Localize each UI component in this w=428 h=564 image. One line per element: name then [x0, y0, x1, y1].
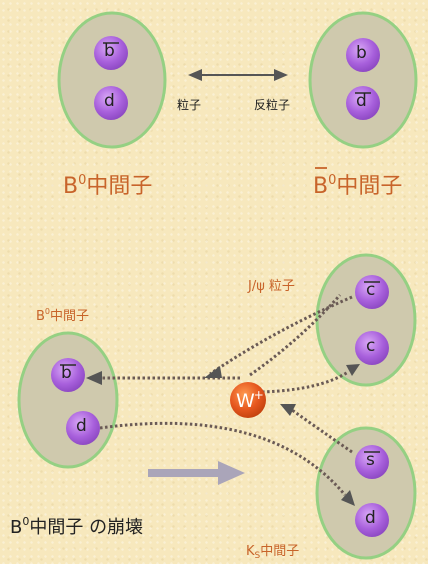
w-boson-charge: +: [253, 388, 264, 402]
quark-label-b: b: [356, 43, 367, 63]
decay-path-b-to-w: [86, 371, 240, 385]
decay-b0-sup: 0: [44, 307, 51, 316]
meson-b0bar-oval: [308, 11, 418, 149]
ks-label-suffix: 中間子: [260, 544, 300, 559]
ks-quark-d: [355, 503, 389, 537]
jpsi-quark-label-c: c: [366, 336, 376, 356]
w-boson-letter: W: [236, 390, 255, 412]
meson-b0-oval: [57, 11, 167, 149]
decay-quark-label-bbar: b: [61, 363, 72, 383]
decay-b0-label: B0中間子: [36, 305, 89, 324]
decay-title-sup: 0: [22, 515, 30, 528]
b0-label-sup: 0: [78, 173, 87, 188]
meson-ks-oval: [315, 426, 417, 560]
meson-b0-decay-oval: [17, 331, 119, 469]
antiparticle-label: 反粒子: [254, 98, 291, 112]
quark-label-d: d: [104, 91, 115, 111]
b0bar-meson-label: B0中間子: [313, 168, 402, 200]
quark-d: [94, 86, 128, 120]
quark-label-bbar: b: [104, 41, 115, 61]
quark-b: [346, 38, 380, 72]
b0-label-suffix: 中間子: [86, 174, 153, 199]
decay-b0-suffix: 中間子: [50, 309, 90, 324]
jpsi-quark-label-cbar: c: [366, 280, 376, 300]
decay-path-w-to-c: [261, 364, 360, 394]
ks-label-base: K: [246, 544, 255, 559]
decay-title-base: B: [10, 517, 23, 538]
b0-label-base: B: [63, 174, 79, 199]
decay-title-suffix: 中間子 の崩壊: [29, 517, 144, 538]
decay-quark-label-d: d: [76, 416, 87, 436]
b0-meson-label: B0中間子: [63, 168, 152, 200]
jpsi-quark-c: [355, 331, 389, 365]
b0bar-label-base: B: [313, 174, 329, 199]
decay-path-cbar-to-jpsi: [204, 295, 353, 378]
ks-quark-s-bar: [355, 445, 389, 479]
particle-label: 粒子: [177, 98, 202, 112]
decay-b0-base: B: [36, 309, 45, 324]
decay-path-s-to-w: [280, 404, 353, 454]
quark-b-bar: [94, 36, 128, 70]
ks-quark-label-d: d: [365, 508, 376, 528]
meson-jpsi-oval: [315, 253, 417, 387]
decay-quark-d: [66, 411, 100, 445]
decay-path-w-to-cbar: [249, 294, 342, 377]
ks-label-sub: S: [254, 551, 261, 561]
b0bar-label-sup: 0: [328, 173, 337, 188]
quark-label-dbar: d: [356, 91, 367, 111]
decay-title: B0中間子 の崩壊: [10, 513, 143, 539]
motion-arrow: [148, 461, 245, 485]
decay-quark-b-bar: [51, 358, 85, 392]
w-boson: [230, 382, 266, 418]
decay-path-d-spectator: [99, 421, 355, 506]
ks-quark-label-sbar: s: [366, 450, 375, 470]
particle-antiparticle-arrow: [188, 69, 288, 81]
w-boson-label: W+: [236, 388, 264, 412]
jpsi-label: J/ψ 粒子: [248, 279, 295, 294]
quark-d-bar: [346, 86, 380, 120]
b0bar-label-suffix: 中間子: [336, 174, 403, 199]
ks-label: KS中間子: [246, 540, 299, 561]
jpsi-quark-c-bar: [355, 275, 389, 309]
